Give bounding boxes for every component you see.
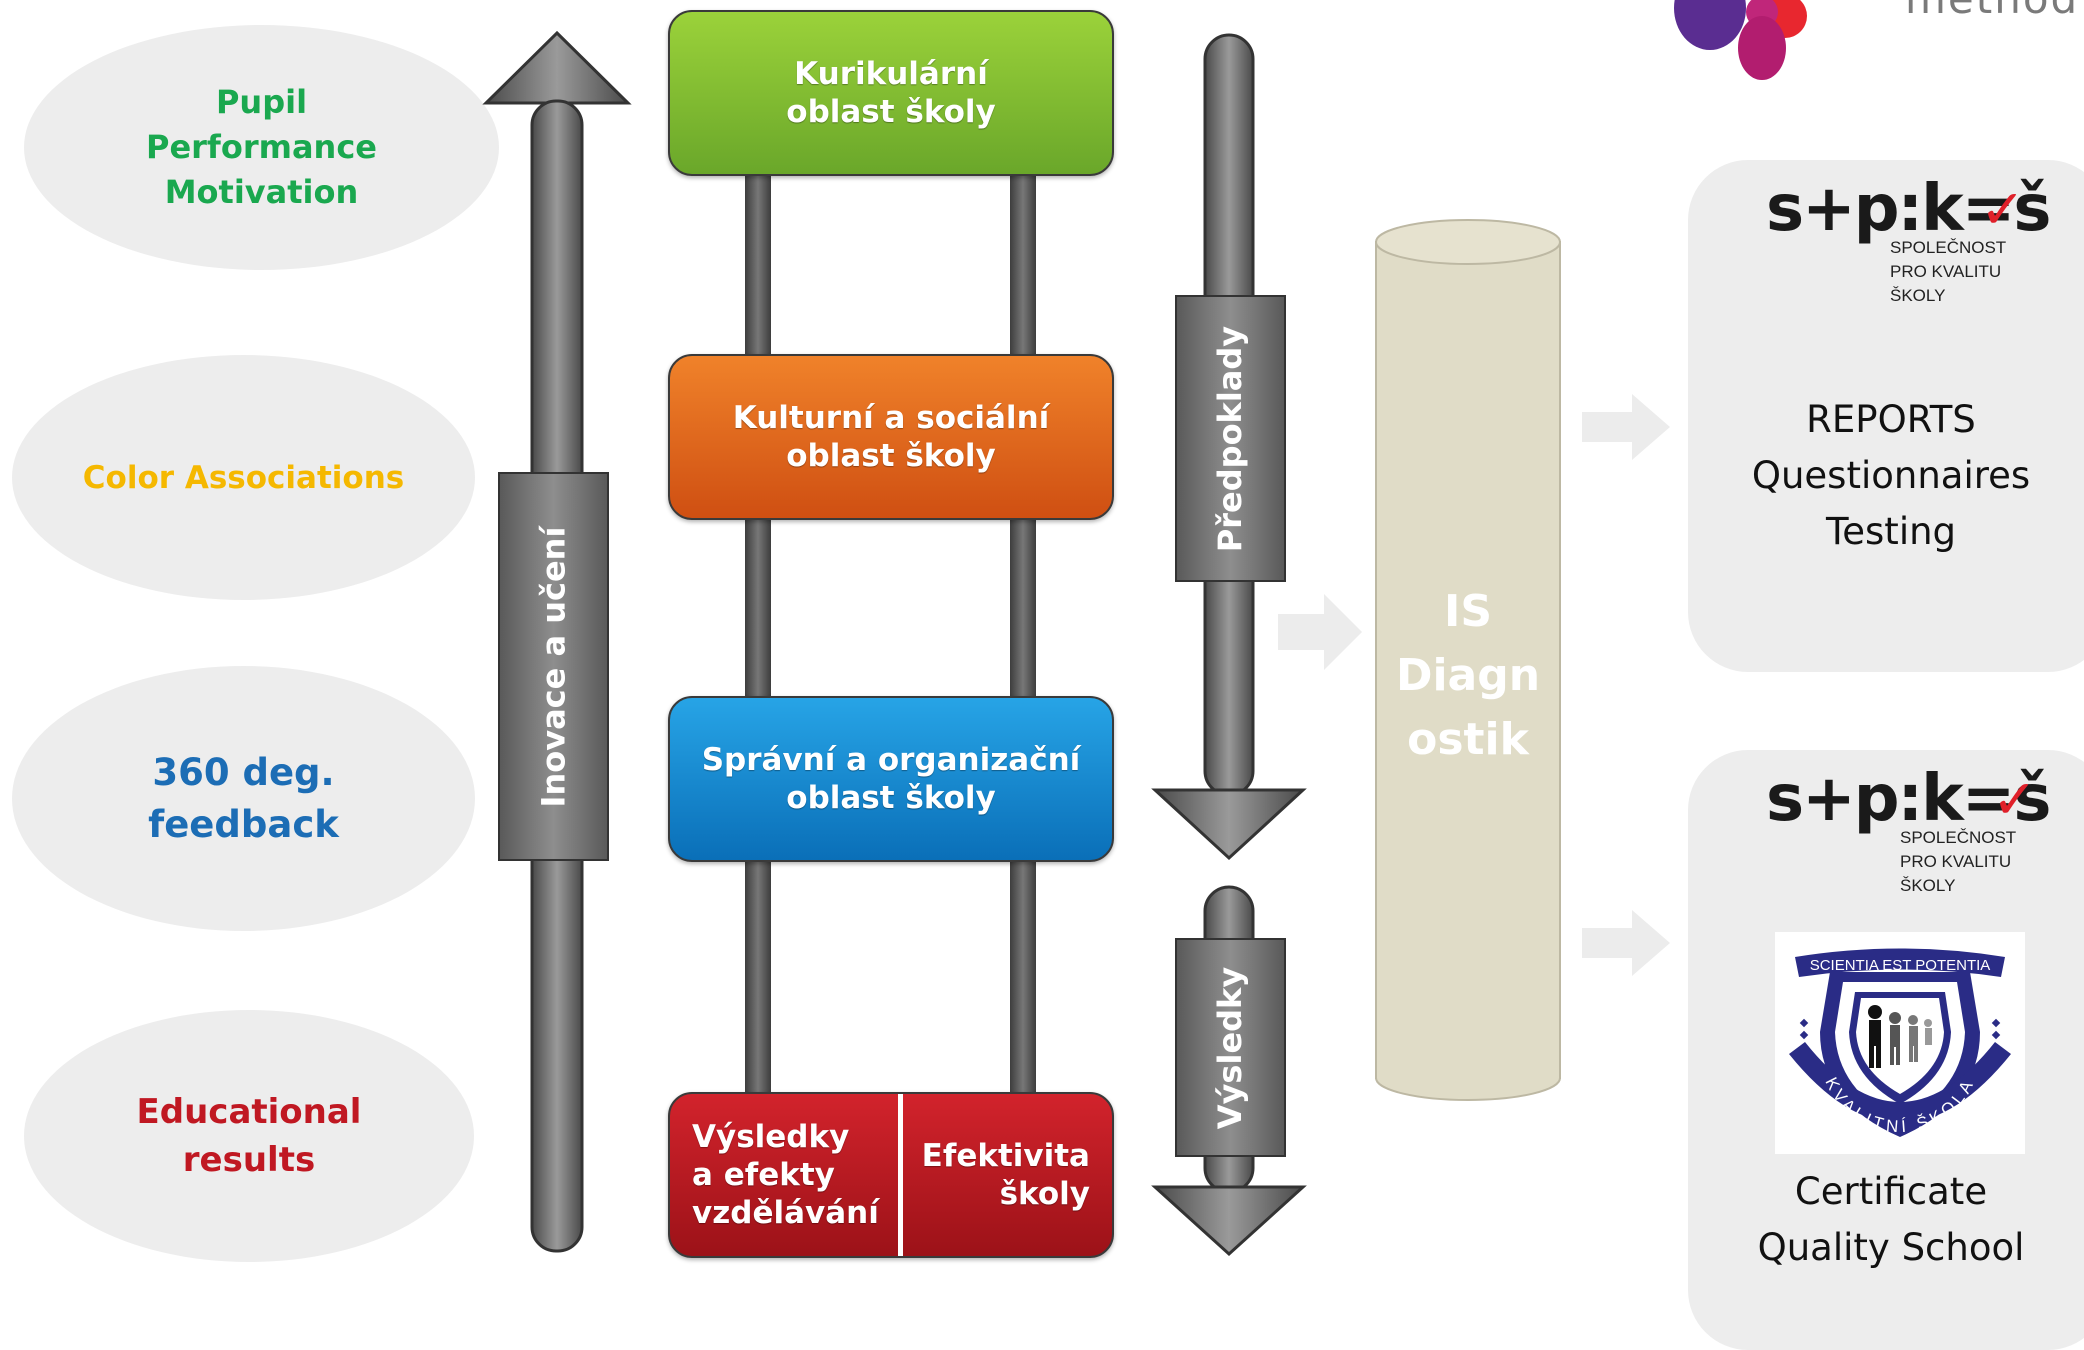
ellipse-360-feedback: 360 deg. feedback: [12, 666, 475, 931]
reports-text: REPORTS Questionnaires Testing: [1751, 398, 2031, 553]
label-color-associations: Color Associations: [82, 459, 405, 496]
method-logo-text: method: [1905, 0, 2079, 23]
school-effectiveness-label: Efektivita školy: [921, 1138, 1090, 1212]
ellipse-pupil-performance: Pupil Performance Motivation: [24, 25, 499, 270]
ellipse-color-associations: Color Associations: [12, 355, 475, 600]
is-diagnostik-cylinder: [1375, 219, 1561, 1101]
spkks-logo-subtitle-2: SPOLEČNOST PRO KVALITU ŠKOLY: [1900, 828, 2017, 895]
reports-card: [1688, 160, 2084, 672]
spkks-logo-wordmark-2: s+p:k=š: [1766, 762, 2051, 836]
check-icon: ✓: [1980, 178, 2026, 241]
cultural-social-area-box: Kulturní a sociální oblast školy: [668, 354, 1114, 520]
certificate-text: Certificate Quality School: [1757, 1170, 2025, 1269]
innovation-learning-label: Inovace a učení: [498, 472, 609, 861]
arrow-right-reports-icon: [1582, 394, 1670, 460]
arrow-right-icon: [1278, 594, 1362, 670]
is-diagnostik-label: IS Diagn ostik: [1395, 586, 1541, 765]
ladder-rail-right: [1010, 160, 1036, 1110]
results-area-box: Výsledky a efekty vzdělávání Efektivita …: [668, 1092, 1114, 1258]
preconditions-label: Předpoklady: [1175, 295, 1286, 582]
curricular-area-box: Kurikulární oblast školy: [668, 10, 1114, 176]
admin-organizational-area-box: Správní a organizační oblast školy: [668, 696, 1114, 862]
spkks-logo-wordmark: s+p:k=š: [1766, 172, 2051, 246]
quality-school-seal-icon: SCIENTIA EST POTENTIA KVALITNÍ ŠKOLA: [1775, 932, 2025, 1154]
label-pupil-performance: Pupil Performance Motivation: [145, 83, 377, 211]
results-divider: [897, 1094, 903, 1256]
arrow-right-certificate-icon: [1582, 910, 1670, 976]
results-effects-label: Výsledky a efekty vzdělávání: [692, 1119, 879, 1231]
label-360-feedback: 360 deg. feedback: [148, 750, 339, 846]
check-icon-2: ✓: [1992, 768, 2038, 831]
label-educational-results: Educational results: [136, 1092, 362, 1180]
results-label: Výsledky: [1175, 938, 1286, 1157]
spkks-logo-subtitle: SPOLEČNOST PRO KVALITU ŠKOLY: [1890, 238, 2007, 305]
ellipse-educational-results: Educational results: [24, 1010, 474, 1262]
method-logo-icon: [1674, 0, 1807, 80]
ladder-rail-left: [745, 160, 771, 1110]
svg-text:SCIENTIA EST POTENTIA: SCIENTIA EST POTENTIA: [1810, 957, 1991, 974]
